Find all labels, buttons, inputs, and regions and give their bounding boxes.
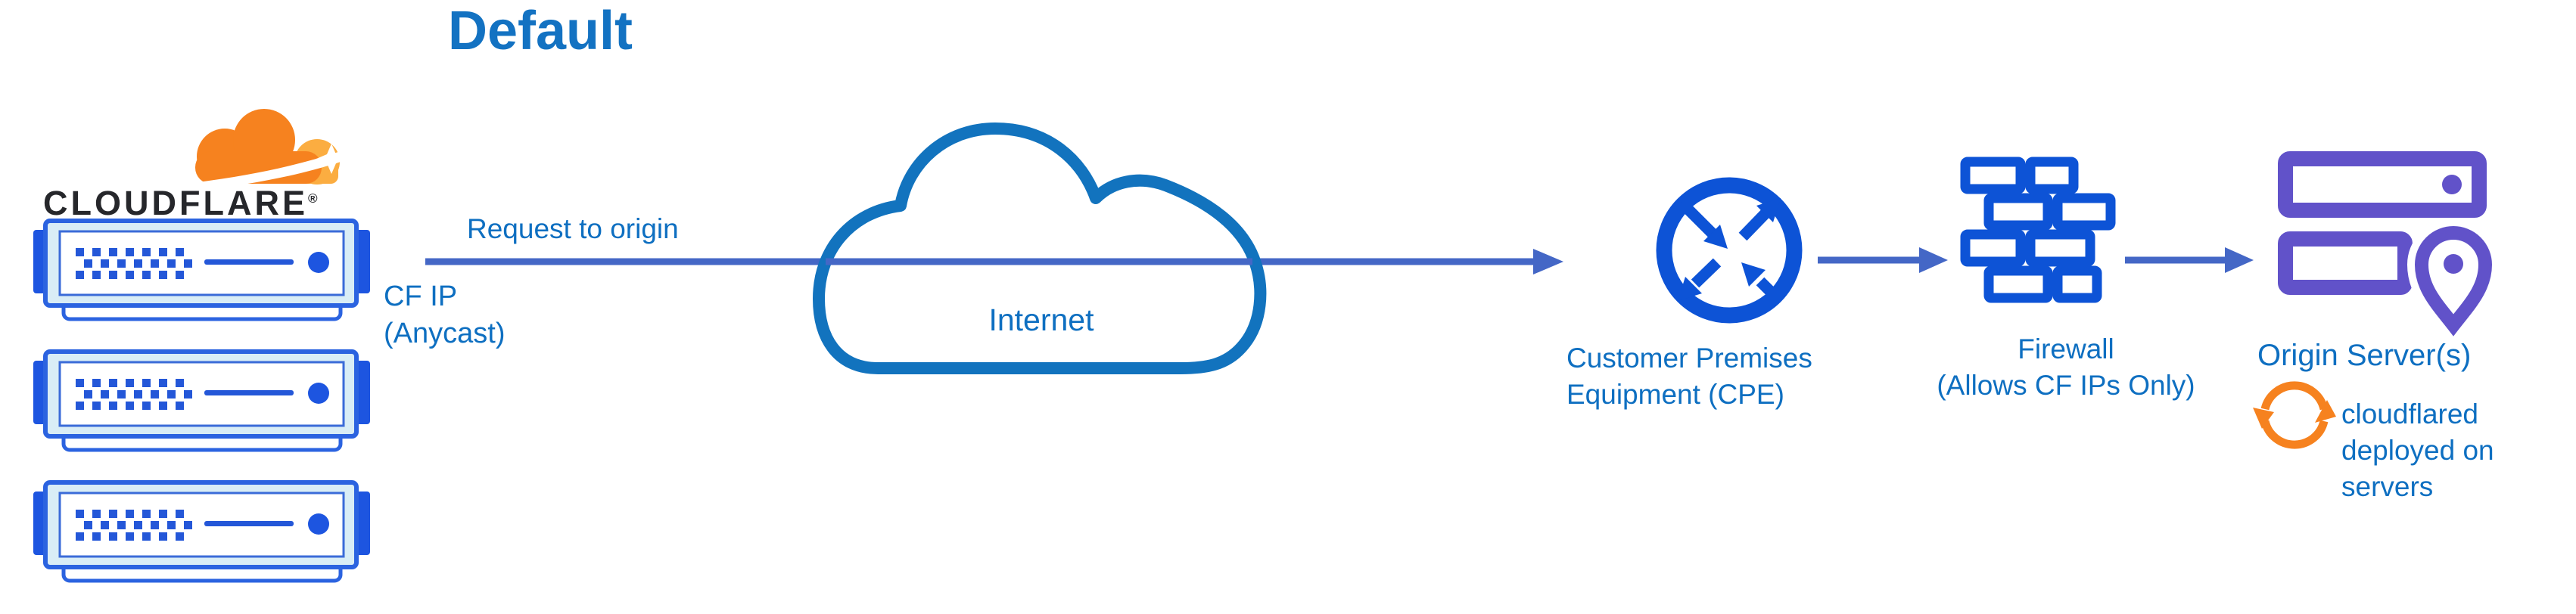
arrow-right-icon [2225, 247, 2254, 273]
internet-label: Internet [988, 302, 1094, 337]
page-title: Default [448, 1, 633, 61]
cpe-router-icon [1656, 177, 1803, 324]
cloudflared-note: cloudflared deployed on servers [2341, 398, 2494, 503]
edge-server-icon [33, 480, 370, 583]
cloudflare-logo-icon [195, 109, 347, 191]
edge-server-icon [33, 219, 370, 321]
cloudflare-logotype-text: CLOUDFLARE [43, 184, 308, 222]
origin-servers-icon [2278, 151, 2500, 349]
firewall-to-origin-arrow [2125, 247, 2254, 273]
request-to-origin-label: Request to origin [467, 213, 679, 244]
edge-server-stack [33, 219, 370, 583]
registered-mark: ® [307, 191, 318, 206]
edge-server-icon [33, 349, 370, 452]
arrow-right-icon [1919, 247, 1948, 273]
arrow-right-icon [1533, 249, 1563, 274]
cf-ip-anycast-label: CF IP (Anycast) [384, 281, 506, 349]
sync-icon [2253, 381, 2336, 449]
internet-cloud-icon [813, 122, 1267, 374]
cpe-to-firewall-arrow [1818, 247, 1948, 273]
firewall-label: Firewall (Allows CF IPs Only) [1937, 333, 2195, 402]
location-pin-icon [2406, 219, 2500, 349]
cpe-label: Customer Premises Equipment (CPE) [1566, 343, 1812, 411]
cloudflare-logotype: CLOUDFLARE® [43, 184, 318, 223]
firewall-icon [1960, 157, 2116, 303]
origin-servers-label: Origin Server(s) [2257, 339, 2472, 372]
